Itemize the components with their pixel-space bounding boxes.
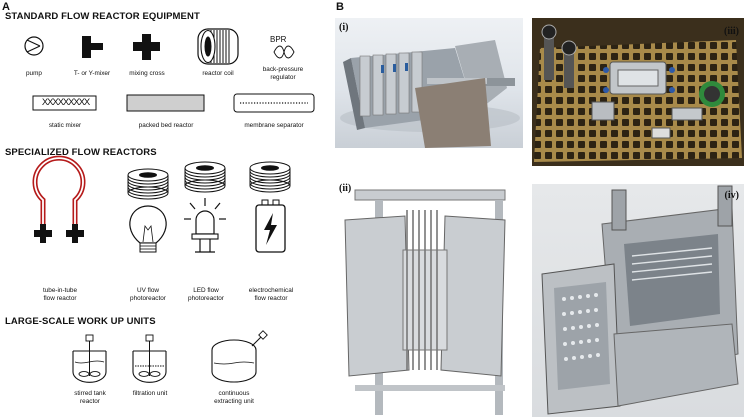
stirred-tank-label: stirred tank reactor <box>60 390 120 405</box>
heading-specialized-reactors: SPECIALIZED FLOW REACTORS <box>5 147 157 158</box>
bpr-symbol: BPR <box>270 35 287 44</box>
pump-icon <box>24 36 44 56</box>
frame-reactor-illustration <box>344 189 506 415</box>
back-pressure-regulator-icon <box>273 45 295 59</box>
packed-bed-reactor-label: packed bed reactor <box>138 122 194 129</box>
electrochemical-coil-icon <box>249 161 291 193</box>
breadboard-illustration <box>534 24 742 162</box>
mixing-cross-label: mixing cross <box>129 70 165 77</box>
uv-bulb-icon <box>129 205 167 253</box>
membrane-separator-icon <box>233 93 315 113</box>
stirred-label-line-1: stirred tank <box>74 390 106 397</box>
extracting-unit-label: continuous extracting unit <box>200 390 268 405</box>
photo-i-label: (i) <box>339 22 349 33</box>
static-mixer-label: static mixer <box>48 122 82 129</box>
reactor-coil-icon <box>197 28 239 65</box>
uv-photoreactor-label: UV flow photoreactor <box>118 287 178 302</box>
uv-label-line-1: UV flow <box>136 287 160 294</box>
echem-label-line-1: electrochemical <box>248 287 294 294</box>
mixing-cross-icon <box>133 34 160 60</box>
t-mixer-label: T- or Y-mixer <box>73 70 111 77</box>
microreactor-illustration <box>541 185 739 415</box>
static-mixer-icon <box>32 95 97 111</box>
led-coil-icon <box>184 161 226 193</box>
led-label-line-2: photoreactor <box>188 294 224 302</box>
uv-coil-icon <box>127 168 169 200</box>
bpr-label-line-2: regulator <box>270 73 296 81</box>
led-photoreactor-label: LED flow photoreactor <box>176 287 236 302</box>
reactor-coil-label: reactor coil <box>202 70 234 77</box>
plate-reactor-illustration <box>340 40 520 148</box>
uv-label-line-2: photoreactor <box>130 294 166 302</box>
filtration-unit-label: filtration unit <box>132 390 168 397</box>
panel-b-letter: B <box>336 1 344 13</box>
photo-i-plate-reactor: (i) <box>335 18 523 148</box>
electrochemical-reactor-label: electrochemical flow reactor <box>236 287 306 302</box>
tube-in-tube-label-line-1: tube-in-tube <box>42 287 78 294</box>
extracting-unit-icon <box>211 330 268 383</box>
tube-in-tube-label: tube-in-tube flow reactor <box>30 287 90 302</box>
heading-workup-units: LARGE-SCALE WORK UP UNITS <box>5 316 156 327</box>
photo-iii-modular-reactor: (iii) <box>532 18 744 166</box>
echem-label-line-2: flow reactor <box>254 294 288 302</box>
packed-bed-reactor-icon <box>126 94 205 112</box>
photo-iii-label: (iii) <box>724 26 739 37</box>
led-label-line-1: LED flow <box>193 287 219 294</box>
bpr-label-line-1: back-pressure <box>262 66 304 73</box>
photo-ii-production-reactor: (ii) <box>335 180 523 417</box>
led-icon <box>184 198 226 253</box>
heading-standard-equipment: STANDARD FLOW REACTOR EQUIPMENT <box>5 11 200 22</box>
equipment-symbols <box>24 28 315 383</box>
photo-iv-microreactor: (iv) <box>532 184 744 417</box>
panel-a-letter: A <box>2 1 10 13</box>
static-mixer-pattern: XXXXXXXXX <box>41 97 90 108</box>
extract-label-line-2: extracting unit <box>214 397 254 405</box>
tube-in-tube-reactor-icon <box>32 155 86 243</box>
photo-ii-label: (ii) <box>339 183 352 194</box>
tube-in-tube-label-line-2: flow reactor <box>43 294 77 302</box>
filtration-unit-icon <box>132 334 167 383</box>
stirred-label-line-2: reactor <box>80 397 100 405</box>
pump-label: pump <box>26 70 42 77</box>
membrane-separator-label: membrane separator <box>244 122 304 129</box>
stirred-tank-reactor-icon <box>72 334 107 383</box>
bpr-label: back-pressure regulator <box>253 66 313 81</box>
battery-icon <box>255 199 286 253</box>
t-mixer-icon <box>82 36 103 58</box>
extract-label-line-1: continuous <box>218 390 250 397</box>
photo-iv-label: (iv) <box>724 190 739 201</box>
